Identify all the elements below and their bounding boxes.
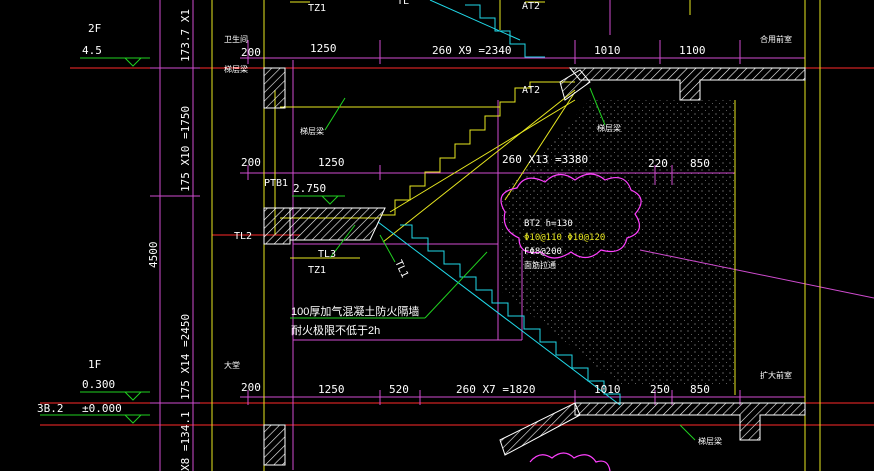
dim-row2-d: 220 [648,157,668,170]
dim-row1-b: 1250 [310,42,337,55]
floor-label-2f: 2F [88,22,101,35]
cloud-note-line1: BT2 h=130 [524,219,573,229]
cloud-note-line3: FΦ8@200 [524,247,562,257]
cloud-note-line4: 面筋拉通 [524,260,556,270]
elevation-landing: 2.750 [293,182,326,195]
dim-row2-e: 850 [690,157,710,170]
annotation-room-top-left: 卫生间 [224,34,248,44]
label-tz1: TZ1 [308,265,326,276]
floor-label-1f: 1F [88,358,101,371]
label-tl3: TL3 [318,249,336,260]
elevation-ground-right: ±0.000 [82,402,122,415]
vertical-dim-2: 175 X10 =1750 [179,106,192,192]
cloud-note-line2: Φ10@110 Φ10@120 [524,233,605,243]
section-fill [500,100,735,385]
dim-row2-c: 260 X13 =3380 [502,153,588,166]
label-tz1-top: TZ1 [308,3,326,14]
elevation-ground-left: 3B.2 [37,402,64,415]
dim-row3-a: 200 [241,381,261,394]
annotation-room-mid-left: 大堂 [224,360,240,370]
label-at2: AT2 [522,85,540,96]
label-tl-top: TL [397,0,409,7]
annotation-beam-top-left: 梯层梁 [224,64,248,74]
dim-row3-b: 1250 [318,383,345,396]
vertical-dim-3: 175 X14 =2450 [179,314,192,400]
elevation-floor-2: 4.5 [82,44,102,57]
dimension-lines [150,0,874,471]
dim-row3-g: 850 [690,383,710,396]
dim-row3-f: 250 [650,383,670,396]
label-at2-top: AT2 [522,1,540,12]
total-height-dim: 4500 [147,242,160,269]
leader-lines [290,87,696,441]
annotation-beam-right: 梯层梁 [597,123,621,133]
label-tl2: TL2 [234,231,252,242]
annotation-beam-mid: 梯层梁 [300,126,324,136]
dim-row3-d: 260 X7 =1820 [456,383,535,396]
dim-row3-e: 1010 [594,383,621,396]
dim-row2-a: 200 [241,156,261,169]
annotation-room-mid-right: 扩大前室 [760,370,792,380]
wall-note-line1: 100厚加气混凝土防火隔墙 [291,304,419,318]
dim-row3-c: 520 [389,383,409,396]
annotation-room-top-right: 合用前室 [760,34,792,44]
dim-row1-e: 1100 [679,44,706,57]
elevation-floor-1: 0.300 [82,378,115,391]
wall-note-line2: 耐火极限不低于2h [291,323,380,337]
elevation-markers [40,57,345,424]
lower-stair [377,0,621,406]
revision-cloud [500,173,642,471]
dim-row1-a: 200 [241,46,261,59]
dim-row2-b: 1250 [318,156,345,169]
label-ptb1: PTB1 [264,178,288,189]
hatched-slabs [263,67,806,466]
vertical-dim-1: 173.7 X1 [179,9,192,62]
dim-row1-d: 1010 [594,44,621,57]
vertical-dim-4: X8 =134.1 [179,411,192,471]
annotation-beam-bottom-right: 梯层梁 [698,436,722,446]
dim-row1-c: 260 X9 =2340 [432,44,511,57]
